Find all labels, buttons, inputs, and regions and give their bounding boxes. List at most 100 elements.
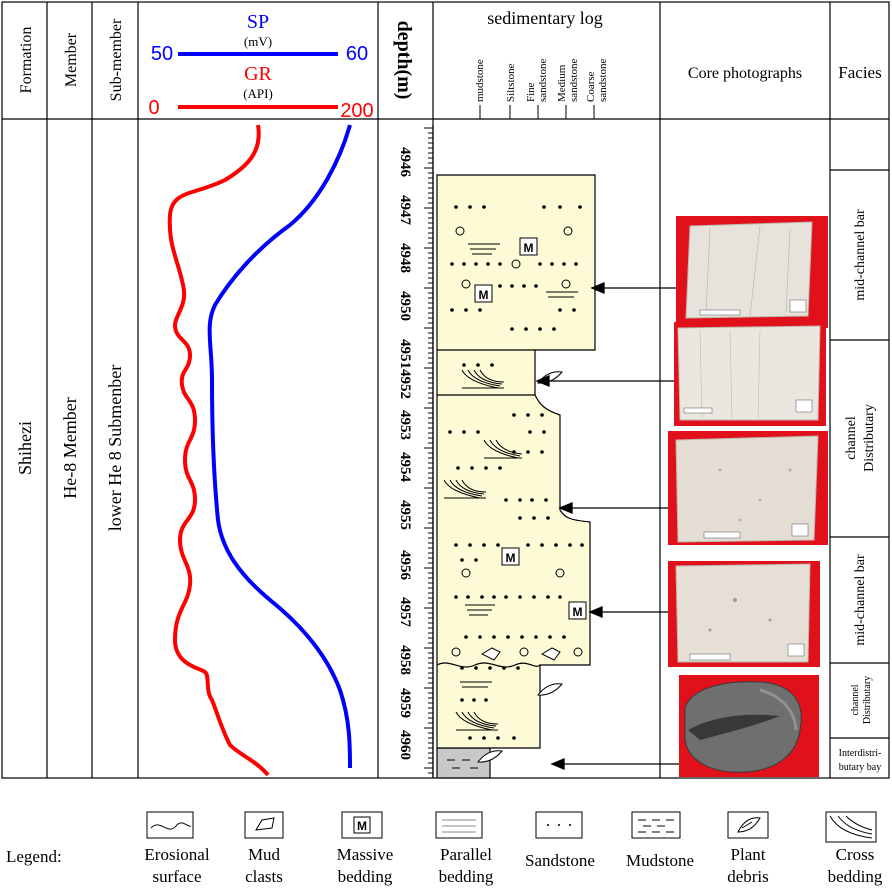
- sand-dot: [468, 543, 472, 547]
- legend-mud-clasts: Mud clasts: [244, 811, 284, 886]
- depth-label: 4946: [397, 147, 413, 178]
- sand-dot: [578, 205, 582, 209]
- facies-3: mid-channel bar: [853, 554, 868, 646]
- cross-bedding-symbols: [443, 369, 523, 731]
- sand-dot: [546, 595, 550, 599]
- sand-dot: [558, 308, 562, 312]
- legend-title: Legend:: [6, 847, 62, 866]
- mudstone-bed: [436, 747, 491, 779]
- svg-text:Sandstone: Sandstone: [525, 851, 595, 870]
- sand-dot: [562, 262, 566, 266]
- sand-dot: [474, 262, 478, 266]
- sand-dot: [502, 666, 506, 670]
- core-photographs: [668, 216, 828, 777]
- legend-cross-bedding: Cross bedding: [825, 811, 883, 886]
- depth-label: 4955: [397, 500, 413, 530]
- svg-text:M: M: [479, 288, 489, 302]
- core-photo-1: [676, 216, 828, 328]
- svg-text:debris: debris: [727, 867, 769, 886]
- svg-text:Erosional: Erosional: [144, 845, 209, 864]
- depth-label: 4947: [397, 195, 413, 226]
- grain-coarse: Coarse: [585, 71, 597, 102]
- sand-dot: [448, 430, 452, 434]
- sp-scale: SP (mV) 50 60: [151, 11, 368, 65]
- core-pointer-arrows: [535, 282, 679, 770]
- depth-label: 4952: [397, 369, 413, 399]
- mudstone-icon: [638, 819, 674, 833]
- legend-parallel-bedding: Parallel bedding: [435, 811, 494, 886]
- sand-dot: [524, 327, 528, 331]
- sand-dot: [498, 284, 502, 288]
- sand-dot: [478, 308, 482, 312]
- sp-label: SP: [247, 11, 269, 33]
- grain-medium: Medium: [556, 64, 568, 102]
- grain-size-scale: mudstone Siltstone Fine sandstone Medium…: [474, 59, 609, 119]
- sand-dot: [534, 635, 538, 639]
- depth-label: 4954: [397, 452, 413, 483]
- facies-4a: channel: [850, 684, 861, 715]
- sand-dot: [518, 516, 522, 520]
- erosional-surface-icon: [150, 822, 192, 830]
- svg-text:Mudstone: Mudstone: [626, 851, 694, 870]
- sand-dot: [530, 498, 534, 502]
- grain-coarse-2: sandstone: [597, 59, 609, 103]
- facies-column: mid-channel bar channel Distributary mid…: [839, 209, 882, 773]
- mudstone-symbols: [447, 759, 478, 769]
- sand-dot: [526, 413, 530, 417]
- sand-dot: [520, 635, 524, 639]
- svg-text:Mud: Mud: [248, 845, 281, 864]
- sand-dot: [470, 466, 474, 470]
- sand-dot: [574, 262, 578, 266]
- sand-dot: [490, 363, 494, 367]
- sand-dot: [492, 635, 496, 639]
- sand-dot: [476, 430, 480, 434]
- sp-max: 60: [346, 43, 368, 65]
- sand-dot: [462, 363, 466, 367]
- svg-text:M: M: [357, 819, 367, 833]
- svg-text:bedding: bedding: [828, 867, 883, 886]
- sand-dot: [460, 698, 464, 702]
- depth-label: 4956: [397, 550, 413, 581]
- sand-dot: [542, 430, 546, 434]
- sand-dot: [464, 308, 468, 312]
- header-depth: depth(m): [393, 21, 415, 100]
- header-formation: Formation: [18, 27, 35, 94]
- sand-dot: [526, 543, 530, 547]
- header-sedimentary-log: sedimentary log: [487, 8, 602, 28]
- parallel-bedding-icon: [442, 819, 476, 833]
- sandstone-icon: [547, 824, 571, 826]
- depth-label: 4951: [397, 339, 413, 369]
- svg-text:surface: surface: [152, 867, 201, 886]
- depth-label: 4950: [397, 291, 413, 321]
- gr-unit: (API): [243, 86, 273, 101]
- gr-min: 0: [148, 97, 159, 119]
- sedimentary-log: M M M M: [436, 174, 596, 779]
- sand-dot: [460, 558, 464, 562]
- member-label: He-8 Member: [60, 397, 80, 498]
- gr-curve: [167, 124, 270, 777]
- depth-label: 4960: [397, 730, 413, 760]
- svg-text:bedding: bedding: [338, 867, 393, 886]
- sand-dot: [540, 413, 544, 417]
- sand-dot: [462, 262, 466, 266]
- formation-label: Shihezi: [15, 421, 35, 475]
- sand-dot: [488, 666, 492, 670]
- sand-dot: [548, 635, 552, 639]
- depth-label: 4958: [397, 645, 413, 675]
- sand-dot: [580, 543, 584, 547]
- sand-dot: [510, 327, 514, 331]
- facies-5a: Interdistri-: [839, 748, 882, 759]
- svg-text:clasts: clasts: [245, 867, 283, 886]
- depth-label: 4957: [397, 597, 413, 628]
- sand-dot: [516, 666, 520, 670]
- sp-curve: [207, 124, 352, 769]
- sand-dot: [512, 413, 516, 417]
- sand-dot: [512, 736, 516, 740]
- grain-mudstone: mudstone: [474, 59, 486, 102]
- sand-dot: [518, 498, 522, 502]
- massive-bedding-2: M: [474, 284, 493, 303]
- mud-clast-symbols: [480, 647, 561, 661]
- sand-dot: [550, 262, 554, 266]
- sand-dot: [454, 205, 458, 209]
- erosional-surface-lower: [436, 662, 541, 668]
